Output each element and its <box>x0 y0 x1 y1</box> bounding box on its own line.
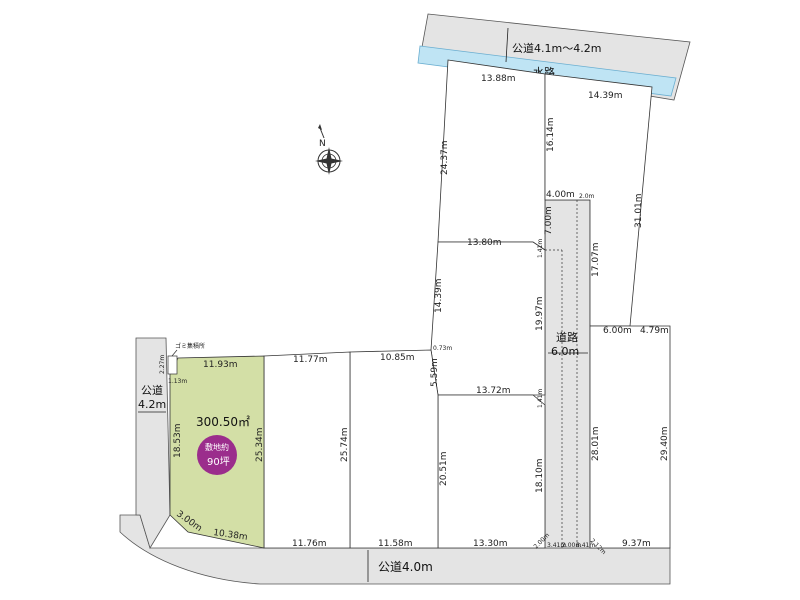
garbage-collection-spot <box>167 355 178 375</box>
south-road <box>119 514 671 585</box>
dim-13-88: 13.88m <box>481 74 516 84</box>
dim-14-39-mid: 14.39m <box>434 278 444 313</box>
north-road-width-marker <box>505 27 509 63</box>
dim-24-37: 24.37m <box>440 140 450 175</box>
dim-1-41-lower: 1.41m <box>537 389 544 408</box>
dim-10-85: 10.85m <box>380 353 415 363</box>
dim-4-00: 4.00m <box>546 190 575 200</box>
west-road-label-2: 4.2m <box>138 398 166 411</box>
dim-2-27: 2.27m <box>159 355 166 374</box>
dim-1-13: 1.13m <box>168 378 187 385</box>
dim-11-77: 11.77m <box>293 355 328 365</box>
dim-18-53: 18.53m <box>173 423 183 458</box>
dim-16-14: 16.14m <box>546 117 556 152</box>
dim-6-00: 6.00m <box>603 326 632 336</box>
lot-north-west <box>437 59 546 251</box>
dim-10-38: 10.38m <box>213 528 249 543</box>
tsubo-badge-line-2: 90坪 <box>207 455 230 468</box>
dim-11-76: 11.76m <box>292 539 327 549</box>
dim-0-73: 0.73m <box>433 345 452 352</box>
private-road-label-1: 道路 <box>556 330 578 344</box>
dim-11-58: 11.58m <box>378 539 413 549</box>
dim-20-51: 20.51m <box>439 451 449 486</box>
featured-lot-area: 300.50㎡ <box>196 415 250 429</box>
dim-3-41-left: 3.41m <box>547 542 566 549</box>
dim-25-34: 25.34m <box>255 427 265 462</box>
dim-19-97: 19.97m <box>535 296 545 331</box>
tsubo-badge-line-1: 敷地約 <box>205 442 229 452</box>
dim-9-37: 9.37m <box>622 539 651 549</box>
dim-13-80: 13.80m <box>467 238 502 248</box>
dim-7-00: 7.00m <box>544 206 554 235</box>
dim-13-30: 13.30m <box>473 539 508 549</box>
dim-5-59: 5.59m <box>430 358 440 387</box>
south-road-label: 公道4.0m <box>378 560 433 574</box>
north-road-label: 公道4.1m〜4.2m <box>512 41 601 55</box>
dim-18-10: 18.10m <box>535 458 545 493</box>
dim-17-07: 17.07m <box>591 242 601 277</box>
west-road-label-1: 公道 <box>141 383 163 397</box>
dim-4-79: 4.79m <box>640 326 669 336</box>
dim-29-40: 29.40m <box>660 426 670 461</box>
dim-2-00-center: 2.00m <box>562 542 581 549</box>
garbage-area-label: ゴミ集積所 <box>175 342 205 350</box>
lot-south-2 <box>263 351 351 549</box>
dim-3-41-right: 3.41m <box>576 542 595 549</box>
lot-south-3 <box>349 349 439 549</box>
lot-south-4 <box>437 394 546 549</box>
tsubo-badge <box>197 435 237 475</box>
compass-rose: N <box>315 124 343 175</box>
garbage-leader-line <box>171 349 178 357</box>
private-road <box>544 199 591 549</box>
dim-1-41-upper: 1.41m <box>537 239 544 258</box>
dim-13-72: 13.72m <box>476 386 511 396</box>
dim-25-74: 25.74m <box>340 427 350 462</box>
compass-north-label: N <box>319 139 326 149</box>
dim-31-01: 31.01m <box>634 193 644 228</box>
west-road <box>135 337 171 549</box>
dim-14-39-top: 14.39m <box>588 91 623 101</box>
lot-middle <box>430 241 546 396</box>
private-road-label-2: 6.0m <box>551 345 579 358</box>
dim-2-0: 2.0m <box>579 193 595 200</box>
dim-28-01: 28.01m <box>591 426 601 461</box>
dim-11-93: 11.93m <box>203 360 238 370</box>
lot-east <box>589 325 671 549</box>
